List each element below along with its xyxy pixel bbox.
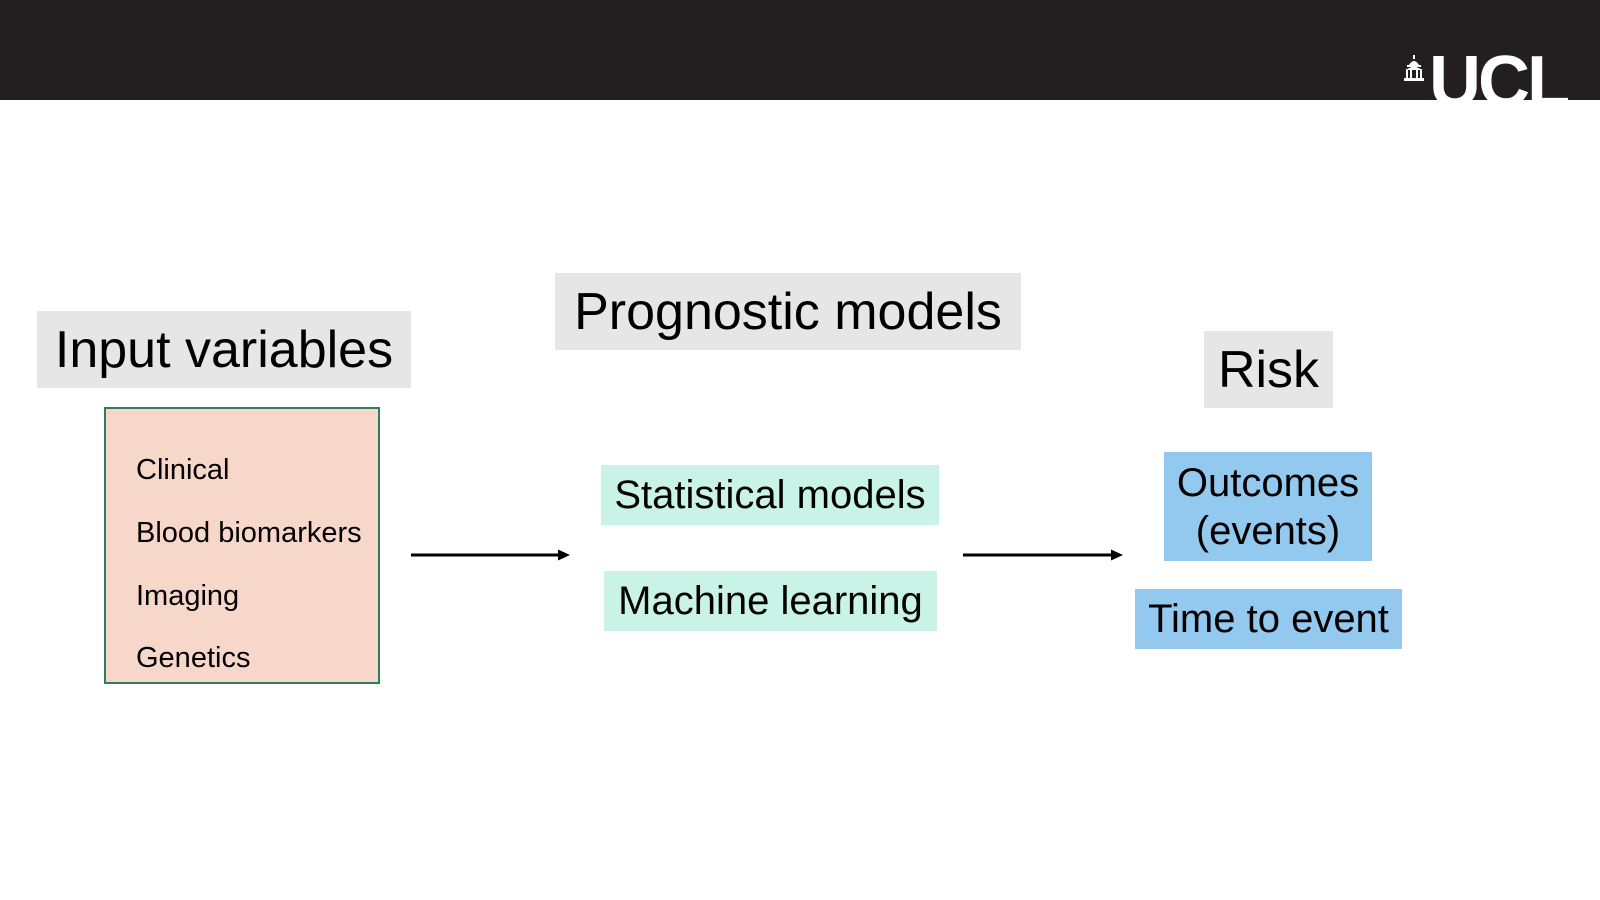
input-item-clinical: Clinical [136, 454, 230, 486]
outcomes-box: Outcomes (events) [1164, 452, 1372, 561]
risk-title: Risk [1204, 331, 1333, 408]
statistical-models-box: Statistical models [601, 465, 939, 525]
events-label: (events) [1195, 508, 1341, 553]
input-item-genetics: Genetics [136, 642, 251, 674]
input-item-imaging: Imaging [136, 580, 240, 612]
ucl-logo: UCL [1404, 52, 1568, 100]
prognostic-models-title: Prognostic models [555, 273, 1021, 350]
ucl-portico-icon [1404, 55, 1424, 81]
arrow-inputs-to-models [411, 549, 570, 561]
outcomes-label: Outcomes [1176, 460, 1360, 505]
time-to-event-box: Time to event [1135, 589, 1402, 649]
input-item-blood-biomarkers: Blood biomarkers [136, 517, 362, 549]
header-bar [0, 0, 1600, 100]
machine-learning-box: Machine learning [604, 571, 937, 631]
ucl-logo-text: UCL [1429, 52, 1568, 100]
input-variables-list: Clinical Blood biomarkers Imaging Geneti… [104, 407, 380, 684]
input-variables-title: Input variables [37, 311, 411, 388]
arrow-models-to-risk [963, 549, 1123, 561]
